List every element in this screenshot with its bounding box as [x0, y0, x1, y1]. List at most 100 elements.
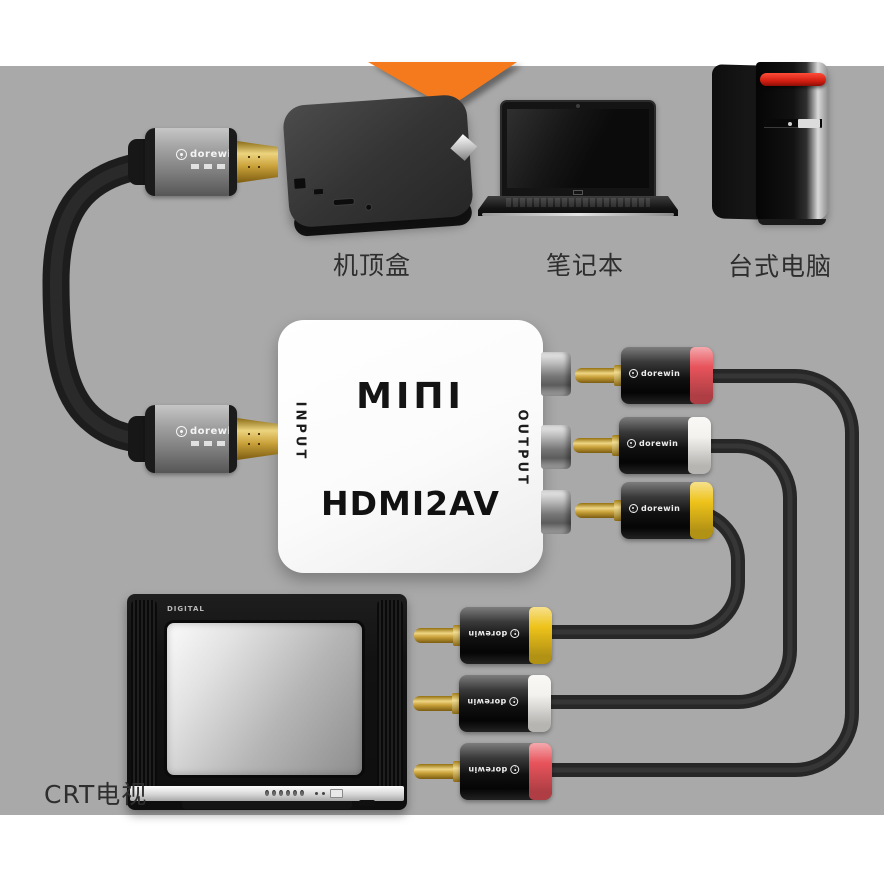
laptop — [478, 100, 678, 218]
rca-pin — [575, 500, 623, 521]
dorewin-logo-icon — [629, 369, 638, 378]
brand-mark: dorewin — [468, 765, 520, 774]
mini-logo: MIΠI — [356, 376, 465, 417]
laptop-label: 笔记本 — [546, 251, 625, 280]
top-white-band — [0, 0, 884, 66]
rca-plug-red-bottom: dorewin — [414, 743, 552, 800]
hdmi-gold-tip — [237, 418, 278, 460]
brand-mark: dorewin — [629, 504, 680, 513]
yellow-ring — [529, 607, 552, 664]
white-rca-cable-highlight — [545, 443, 793, 705]
brand-mark: dorewin — [627, 439, 678, 448]
ethernet-port — [292, 177, 307, 190]
brand-mark: dorewin — [468, 629, 520, 638]
rca-plug-white-bottom: dorewin — [413, 675, 551, 732]
brand-text: dorewin — [639, 439, 679, 448]
tower-power-led — [788, 122, 792, 126]
hdmi-shell: dorewin — [145, 405, 239, 473]
tower-red-accent — [760, 73, 826, 86]
brand-text: dorewin — [190, 149, 240, 160]
usb-port — [312, 187, 325, 196]
laptop-logo — [573, 190, 583, 195]
yellow-ring — [690, 482, 713, 539]
model-text: HDMI2AV — [321, 484, 500, 523]
laptop-keyboard — [506, 198, 650, 207]
rca-jack-audio-l — [541, 425, 571, 469]
tower-base — [758, 219, 826, 225]
laptop-display-panel — [507, 109, 649, 188]
brand-text: dorewin — [467, 697, 507, 706]
brand-mark: dorewin — [176, 426, 239, 437]
orange-ribbon — [368, 62, 517, 108]
brand-mark: dorewin — [629, 369, 680, 378]
rca-body: dorewin — [619, 417, 711, 474]
rca-pin — [414, 761, 462, 782]
dorewin-logo-icon — [176, 149, 187, 160]
brand-text: dorewin — [641, 369, 681, 378]
set-top-box — [281, 93, 478, 229]
dorewin-logo-icon — [627, 439, 636, 448]
tv-control-strip — [130, 786, 404, 801]
brand-text: dorewin — [641, 504, 681, 513]
rca-body: dorewin — [621, 482, 713, 539]
rca-body: dorewin — [460, 607, 552, 664]
dorewin-logo-icon — [510, 765, 520, 774]
rca-body: dorewin — [460, 743, 552, 800]
tv-speaker-right — [377, 600, 403, 792]
tv-base — [182, 801, 352, 809]
rca-body: dorewin — [621, 347, 713, 404]
crt-tv: DIGITAL — [127, 594, 407, 810]
brand-text: dorewin — [190, 426, 240, 437]
hdmi-cable-highlight — [49, 158, 160, 446]
rca-plug-red-top: dorewin — [575, 347, 713, 404]
hdmi-connector-source: dorewin — [128, 128, 278, 196]
white-ring — [688, 417, 711, 474]
brand-mark: dorewin — [467, 697, 519, 706]
tv-speaker-left — [131, 600, 157, 792]
rca-pin — [575, 365, 623, 386]
dorewin-logo-icon — [176, 426, 187, 437]
rca-jack-video — [541, 352, 571, 396]
tv-buttons — [265, 790, 304, 796]
desktop-label: 台式电脑 — [728, 252, 833, 281]
brand-text: dorewin — [468, 765, 508, 774]
dorewin-logo-icon — [629, 504, 638, 513]
tower-badge — [798, 119, 820, 128]
hdmi-gold-tip — [237, 141, 278, 183]
laptop-screen — [500, 100, 656, 198]
laptop-edge — [482, 213, 674, 216]
brand-mark: dorewin — [176, 149, 239, 160]
dorewin-logo-icon — [510, 629, 520, 638]
tv-power-button — [330, 789, 343, 798]
tv-screen — [164, 620, 365, 778]
rca-plug-white-top: dorewin — [573, 417, 711, 474]
set-top-box-body — [281, 93, 475, 229]
tv-panel-text: DIGITAL — [167, 605, 205, 613]
set-top-box-label: 机顶盒 — [333, 251, 412, 280]
hdmi-shell: dorewin — [145, 128, 239, 196]
hdmi-connector-input: dorewin — [128, 405, 278, 473]
crt-tv-label: CRT电视 — [44, 780, 148, 809]
rca-pin — [414, 625, 462, 646]
tv-indicator-dots — [315, 792, 325, 795]
laptop-base — [478, 196, 678, 216]
tv-base-nub — [359, 800, 375, 806]
tower-drive-slot — [764, 119, 822, 128]
rca-plug-yellow-bottom: dorewin — [414, 607, 552, 664]
output-label: OUTPUT — [514, 409, 530, 487]
webcam-dot — [576, 104, 580, 108]
input-label: INPUT — [292, 401, 308, 462]
desktop-tower — [712, 62, 828, 225]
rca-body: dorewin — [459, 675, 551, 732]
red-rca-cable-highlight — [545, 373, 855, 773]
red-ring — [529, 743, 552, 800]
white-ring — [528, 675, 551, 732]
rca-plug-yellow-top: dorewin — [575, 482, 713, 539]
brand-text: dorewin — [468, 629, 508, 638]
spec-badges — [191, 164, 225, 169]
bottom-white-band — [0, 815, 884, 884]
rca-jack-audio-r — [541, 490, 571, 534]
red-ring — [690, 347, 713, 404]
